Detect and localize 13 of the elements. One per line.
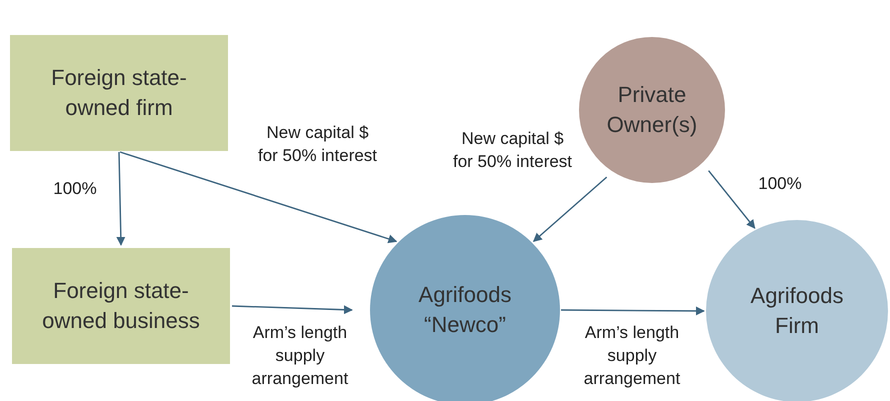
node-label: Foreign state-owned business <box>41 277 201 335</box>
arrow <box>232 305 353 314</box>
node-label: Agrifoods Firm <box>750 282 844 340</box>
arrow <box>532 176 608 242</box>
node-label: Foreign state-owned firm <box>50 64 188 122</box>
node-label: Agrifoods “Newco” <box>418 281 512 339</box>
arrow <box>561 306 705 316</box>
entity-box <box>10 35 228 151</box>
node-label: Private Owner(s) <box>606 81 698 139</box>
arrow <box>120 151 398 244</box>
entity-box <box>12 248 230 364</box>
arrow <box>116 152 126 246</box>
arrow <box>708 170 756 229</box>
